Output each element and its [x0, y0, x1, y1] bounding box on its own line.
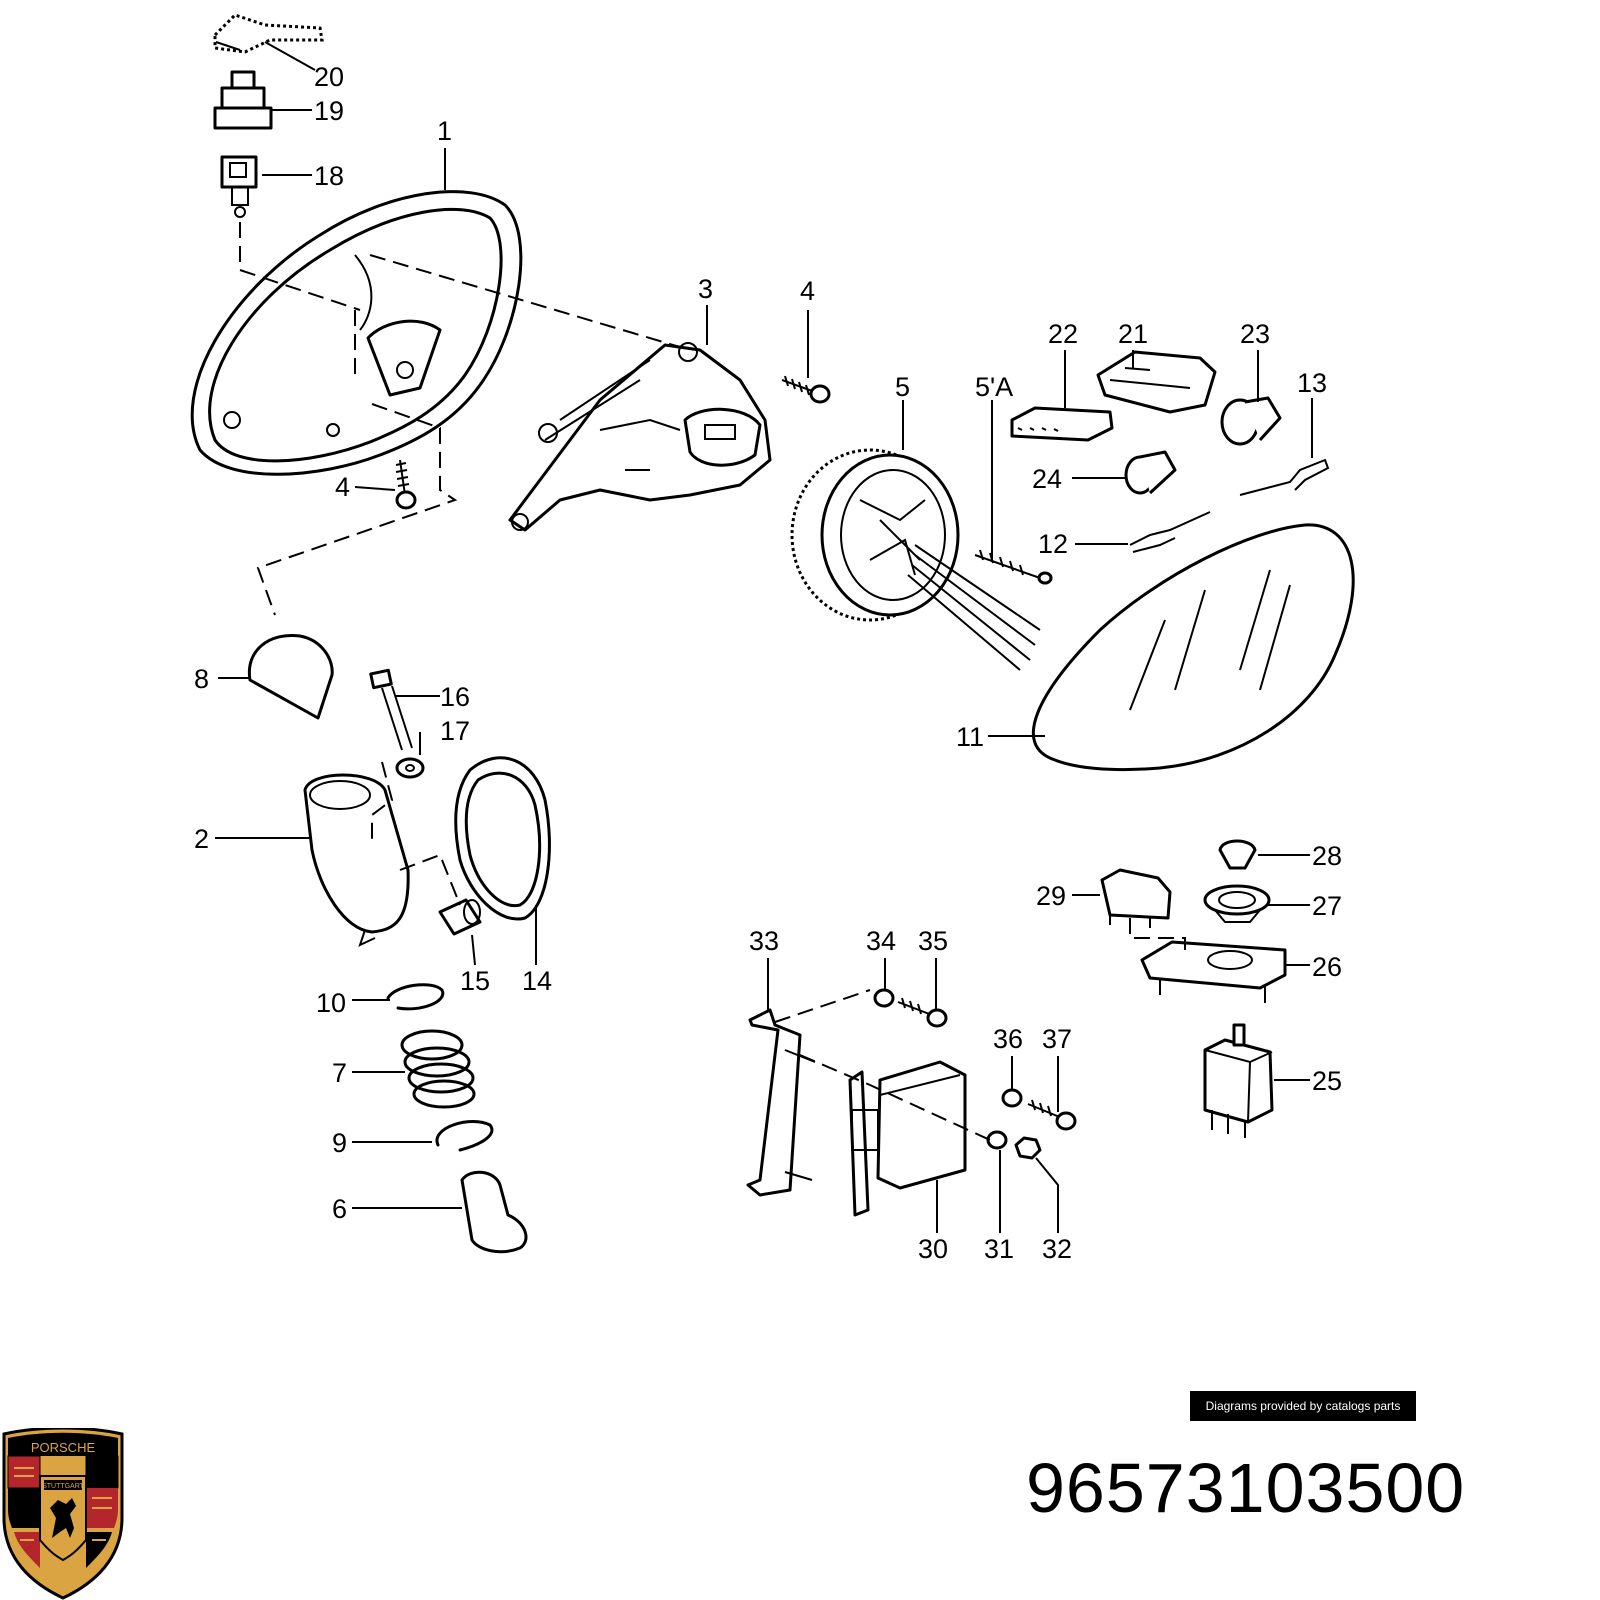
- callout-25: 25: [1312, 1066, 1342, 1096]
- part-3-bracket: [508, 342, 772, 532]
- callout-22: 22: [1048, 319, 1078, 349]
- part-25-relay: [1203, 1023, 1274, 1138]
- callout-34: 34: [866, 926, 896, 956]
- part-15-pin: [438, 898, 482, 936]
- part-8-cap: [247, 633, 334, 720]
- callout-33: 33: [749, 926, 779, 956]
- crest-center-text: STUTTGART: [42, 1483, 85, 1490]
- part-17-washer: [395, 757, 425, 779]
- callout-labels: 20 19 18 1 3 4 4 5 5'A 22 21 23 13 24 12…: [194, 62, 1342, 1264]
- callout-15: 15: [460, 966, 490, 996]
- callout-35: 35: [918, 926, 948, 956]
- part-20-cable: [213, 13, 324, 54]
- callout-1: 1: [437, 116, 452, 146]
- callout-10: 10: [316, 988, 346, 1018]
- part-7-spring: [400, 1029, 476, 1109]
- part-number: 96573103500: [1026, 1449, 1466, 1527]
- part-37-screw: [1027, 1099, 1077, 1131]
- part-19-switch: [213, 70, 273, 130]
- part-34-nut: [873, 988, 895, 1008]
- callout-14: 14: [522, 966, 552, 996]
- leader-lines: [215, 41, 1313, 1233]
- callout-5a: 5'A: [975, 372, 1013, 402]
- callout-4-upper: 4: [800, 276, 815, 306]
- callout-32: 32: [1042, 1234, 1072, 1264]
- callout-23: 23: [1240, 319, 1270, 349]
- crest-top-text: PORSCHE: [31, 1440, 96, 1455]
- part-14-gasket: [454, 756, 551, 921]
- callout-6: 6: [332, 1194, 347, 1224]
- callout-28: 28: [1312, 841, 1342, 871]
- part-31-washer: [986, 1130, 1008, 1150]
- part-24-plug: [1124, 450, 1177, 495]
- part-4-screw-lower: [395, 459, 417, 510]
- callout-8: 8: [194, 664, 209, 694]
- callout-27: 27: [1312, 891, 1342, 921]
- part-16-bolt: [369, 668, 413, 751]
- callout-21: 21: [1118, 319, 1148, 349]
- callout-36: 36: [993, 1024, 1023, 1054]
- part-29-switch: [1100, 868, 1172, 928]
- part-13-terminal: [1239, 458, 1330, 496]
- part-33-bracket: [746, 1008, 816, 1197]
- callout-26: 26: [1312, 952, 1342, 982]
- callout-13: 13: [1297, 368, 1327, 398]
- part-11-mirror-glass: [1031, 523, 1355, 772]
- part-22-connector-strip: [1010, 406, 1114, 442]
- part-2-mirror-base: [303, 773, 410, 947]
- part-30-control-unit: [848, 1060, 967, 1217]
- callout-17: 17: [440, 716, 470, 746]
- part-35-screw: [897, 997, 948, 1028]
- callout-30: 30: [918, 1234, 948, 1264]
- callout-5: 5: [895, 372, 910, 402]
- callout-37: 37: [1042, 1024, 1072, 1054]
- part-10-ring: [386, 983, 445, 1011]
- porsche-crest-logo: PORSCHE STUTTGART: [2, 1428, 124, 1600]
- callout-9: 9: [332, 1128, 347, 1158]
- callout-2: 2: [194, 824, 209, 854]
- part-26-switch-panel: [1140, 940, 1287, 1003]
- callout-31: 31: [984, 1234, 1014, 1264]
- part-1-mirror-housing: [190, 190, 523, 476]
- assembly-lines: [239, 222, 1186, 1141]
- part-32-nut: [1014, 1136, 1042, 1160]
- callout-3: 3: [698, 274, 713, 304]
- part-27-bezel: [1203, 884, 1271, 923]
- part-23-round-connector: [1220, 396, 1282, 446]
- part-9-ring: [435, 1120, 494, 1152]
- callout-29: 29: [1036, 881, 1066, 911]
- callout-7: 7: [332, 1058, 347, 1088]
- callout-20: 20: [314, 62, 344, 92]
- callout-24: 24: [1032, 464, 1062, 494]
- part-21-connector-housing: [1096, 350, 1217, 414]
- part-12-terminal: [1129, 511, 1211, 553]
- part-5-mirror-motor: [790, 448, 1041, 671]
- callout-18: 18: [314, 161, 344, 191]
- part-28-cap: [1218, 839, 1257, 870]
- part-18-connector: [220, 155, 258, 218]
- callout-16: 16: [440, 682, 470, 712]
- part-6-sleeve: [460, 1170, 528, 1254]
- credit-badge: Diagrams provided by catalogs parts: [1190, 1391, 1416, 1421]
- part-36-nut: [1001, 1088, 1023, 1108]
- callout-19: 19: [314, 96, 344, 126]
- callout-12: 12: [1038, 529, 1068, 559]
- part-4-screw-upper: [781, 375, 831, 404]
- callout-4-lower: 4: [335, 472, 350, 502]
- callout-11: 11: [956, 722, 984, 752]
